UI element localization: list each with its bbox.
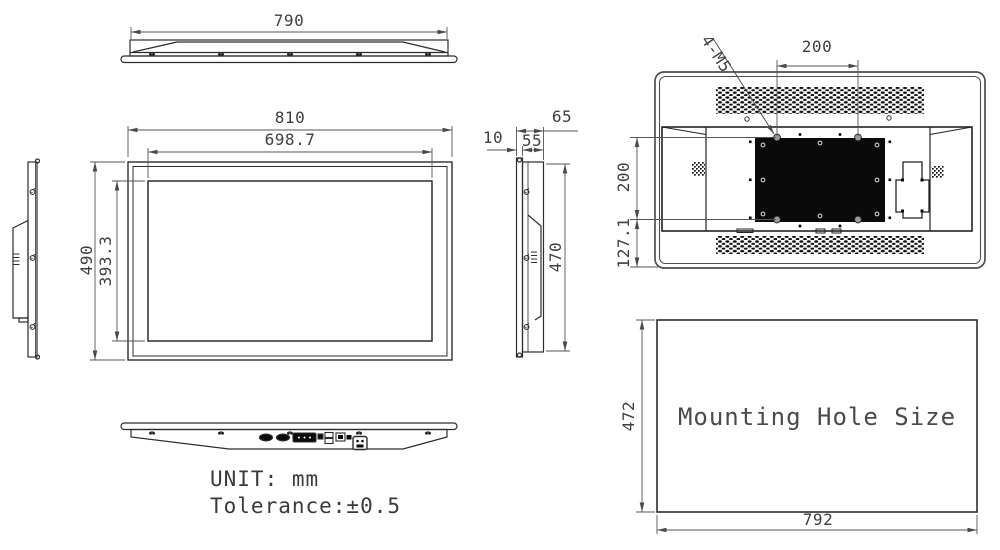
audio-jack xyxy=(258,433,274,442)
dim-side-height: 470 xyxy=(546,241,565,273)
audio-jack xyxy=(275,433,291,442)
mounting-hole-title: Mounting Hole Size xyxy=(677,403,957,431)
rear-view xyxy=(654,71,986,269)
front-view xyxy=(127,161,453,361)
cable-cover-cutout xyxy=(895,161,930,219)
dim-vesa-vertical: 200 xyxy=(614,161,633,193)
right-speaker-grille xyxy=(931,166,944,178)
dim-mounting-height: 472 xyxy=(619,400,638,432)
dim-front-outer-height: 490 xyxy=(77,244,96,276)
left-side-view xyxy=(12,158,41,360)
bottom-vent-grille xyxy=(716,236,924,254)
power-inlet xyxy=(352,435,368,451)
top-view xyxy=(120,39,458,64)
dim-front-display-width: 698.7 xyxy=(264,130,316,149)
dim-vesa-bottom-offset: 127.1 xyxy=(614,217,633,269)
dim-side-total-depth: 65 xyxy=(551,107,573,126)
bottom-view xyxy=(120,422,458,451)
dim-front-display-height: 393.3 xyxy=(96,235,115,287)
usb-port xyxy=(324,437,334,445)
note-unit: UNIT: mm xyxy=(210,467,320,491)
dim-top-width: 790 xyxy=(273,11,305,30)
vesa-hole xyxy=(854,215,862,224)
right-side-view xyxy=(515,157,545,358)
mounting-hole-view xyxy=(656,319,978,513)
io-ports xyxy=(258,431,368,451)
left-speaker-grille xyxy=(692,162,705,176)
hdmi-port xyxy=(317,433,324,440)
note-tolerance: Tolerance:±0.5 xyxy=(210,494,402,518)
dim-vesa-horizontal: 200 xyxy=(801,37,833,56)
dim-side-bezel-depth: 10 xyxy=(482,128,504,147)
rear-plate xyxy=(755,138,885,222)
dim-side-body-depth: 55 xyxy=(521,131,543,150)
top-vent-grille xyxy=(716,87,924,114)
display-area xyxy=(147,180,433,342)
dim-front-outer-width: 810 xyxy=(274,108,306,127)
dimension-lines xyxy=(90,27,978,534)
rear-recess xyxy=(661,126,973,232)
dim-mounting-width: 792 xyxy=(802,510,834,529)
usb-port xyxy=(324,431,334,439)
